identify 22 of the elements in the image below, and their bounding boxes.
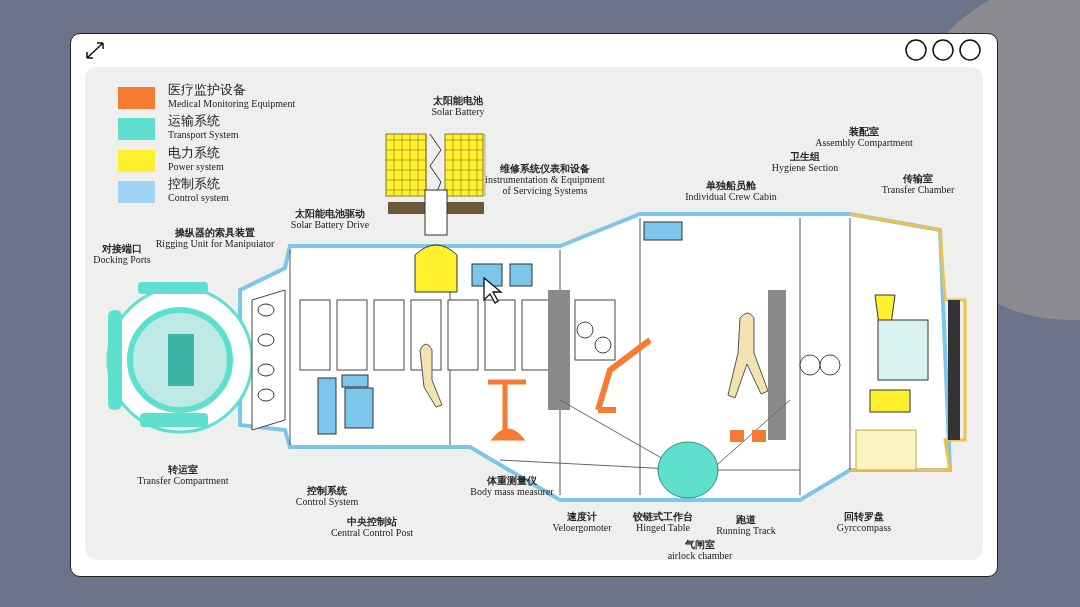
callout-label: 回转罗盘 Gyrccompass — [836, 511, 892, 533]
callout-label: 操纵器的索具装置 Rigging Unit for Manipuiator — [155, 227, 275, 249]
callout-label: 对接端口 Docking Ports — [93, 243, 151, 265]
callout-label: 中央控制站 Central Control Post — [330, 516, 414, 538]
callout-label: 传输室 Transfer Chamber — [881, 173, 955, 195]
legend-label: 运输系统 Transport System — [168, 113, 239, 141]
callout-label: 气闸室 airlock chamber — [667, 539, 733, 561]
callout-label: 太阳能电池驱动 Solar Battery Drive — [290, 208, 370, 230]
callout-label: 单独船员舱 Individual Crew Cabin — [685, 180, 777, 202]
callout-label: 跑道 Running Track — [716, 514, 776, 536]
callout-label: 卫生组 Hygiene Section — [771, 151, 839, 173]
legend-label: 控制系统 Control system — [168, 176, 229, 204]
callout-label: 维修系统仪表和设备 instrumentation & Equipment of Servicing Systems — [485, 163, 605, 196]
legend-label: 电力系统 Power system — [168, 145, 224, 173]
callout-label: 装配室 Assembly Compartment — [815, 126, 913, 148]
callout-label: 速度计 Veloergomoter — [552, 511, 612, 533]
callout-label: 太阳能电池 Solar Battery — [431, 95, 485, 117]
callout-label: 转运室 Transfer Compartment — [137, 464, 229, 486]
legend-label: 医疗监护设备 Medical Monitoring Equipment — [168, 82, 296, 110]
callout-label: 铰链式工作台 Hinged Table — [633, 511, 693, 533]
callout-label: 控制系统 Control System — [295, 485, 359, 507]
callout-label: 体重测量仪 Body mass measurer — [470, 475, 554, 497]
